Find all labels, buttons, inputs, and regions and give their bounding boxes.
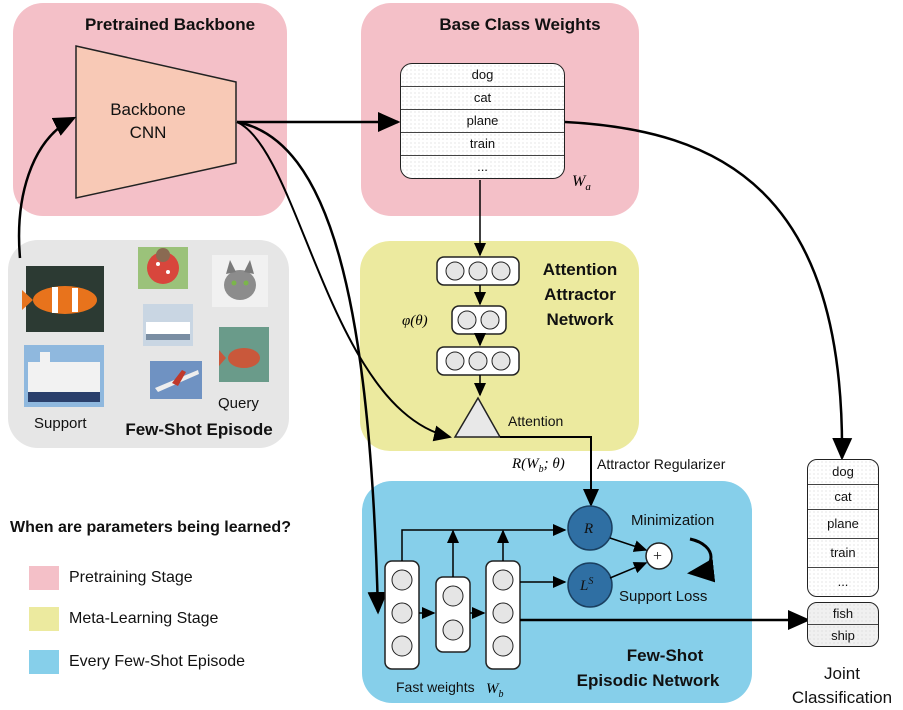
backbone-label-line1: Backbone	[110, 100, 186, 119]
joint-class-row: dog	[808, 460, 878, 485]
legend-swatch-pretraining	[29, 566, 59, 590]
cat-image	[212, 255, 268, 307]
airplane-image	[150, 361, 202, 399]
joint-class-row: train	[808, 539, 878, 568]
legend-swatch-meta-learning	[29, 607, 59, 631]
joint-class-row: ...	[808, 568, 878, 596]
joint-novel-row: ship	[808, 625, 878, 646]
joint-novel-classes-table: fish ship	[807, 602, 879, 647]
fast-weights-math: Wb	[486, 681, 504, 700]
puppy-cup-image	[138, 247, 188, 289]
joint-label-line1: Joint	[824, 664, 860, 683]
r-node	[567, 505, 613, 551]
backbone-cnn-shape	[75, 45, 237, 199]
fish-query-image	[219, 327, 269, 382]
phi-math: φ(θ)	[402, 313, 428, 329]
joint-label-line2: Classification	[791, 688, 893, 707]
cruise-ship-large-image	[24, 345, 104, 407]
pretrained-backbone-title: Pretrained Backbone	[84, 15, 256, 34]
joint-novel-row: fish	[808, 603, 878, 625]
attention-title-line3: Network	[546, 310, 614, 329]
wa-math: Wa	[572, 173, 591, 193]
fast-weights-col-3	[485, 560, 521, 670]
minimization-label: Minimization	[631, 512, 715, 529]
base-class-row: dog	[401, 64, 564, 87]
base-class-row: plane	[401, 110, 564, 133]
attention-label: Attention	[508, 413, 564, 429]
legend-question: When are parameters being learned?	[10, 519, 291, 536]
regularizer-math: R(Wb; θ)	[511, 456, 565, 475]
attractor-top-block	[436, 256, 520, 286]
fast-weights-col-1	[384, 560, 420, 670]
support-label: Support	[34, 415, 87, 432]
clownfish-image	[22, 266, 104, 332]
plus-node	[645, 542, 673, 570]
attractor-bottom-block	[436, 346, 520, 376]
attention-title-line2: Attractor	[544, 285, 616, 304]
legend-few-shot: Every Few-Shot Episode	[69, 653, 246, 670]
few-shot-episodic-panel	[362, 481, 752, 703]
backbone-label-line2: CNN	[129, 123, 167, 142]
fast-weights-col-2	[435, 576, 471, 653]
support-loss-label: Support Loss	[619, 588, 708, 605]
plus-node-label: +	[653, 548, 662, 565]
r-node-label: R	[583, 521, 593, 537]
cruise-ship-small-image	[143, 304, 193, 346]
base-class-row: cat	[401, 87, 564, 110]
attention-triangle	[453, 396, 502, 438]
fast-weights-label: Fast weights	[396, 679, 475, 695]
attractor-phi-block	[451, 305, 507, 335]
query-label: Query	[218, 395, 259, 412]
ls-node	[567, 562, 613, 608]
base-class-weights-title: Base Class Weights	[439, 15, 601, 34]
legend-meta-learning: Meta-Learning Stage	[69, 610, 219, 627]
few-shot-title-line1: Few-Shot	[626, 646, 704, 665]
joint-base-classes-table: dog cat plane train ...	[807, 459, 879, 597]
legend-pretraining: Pretraining Stage	[69, 569, 193, 586]
attractor-regularizer-label: Attractor Regularizer	[597, 456, 726, 472]
joint-class-row: plane	[808, 510, 878, 539]
few-shot-episode-title: Few-Shot Episode	[125, 420, 273, 439]
base-class-row: ...	[401, 156, 564, 178]
legend-swatch-few-shot	[29, 650, 59, 674]
base-class-row: train	[401, 133, 564, 156]
joint-class-row: cat	[808, 485, 878, 510]
base-class-weights-table: dog cat plane train ...	[400, 63, 565, 179]
attention-title-line1: Attention	[542, 260, 618, 279]
few-shot-title-line2: Episodic Network	[576, 671, 720, 690]
